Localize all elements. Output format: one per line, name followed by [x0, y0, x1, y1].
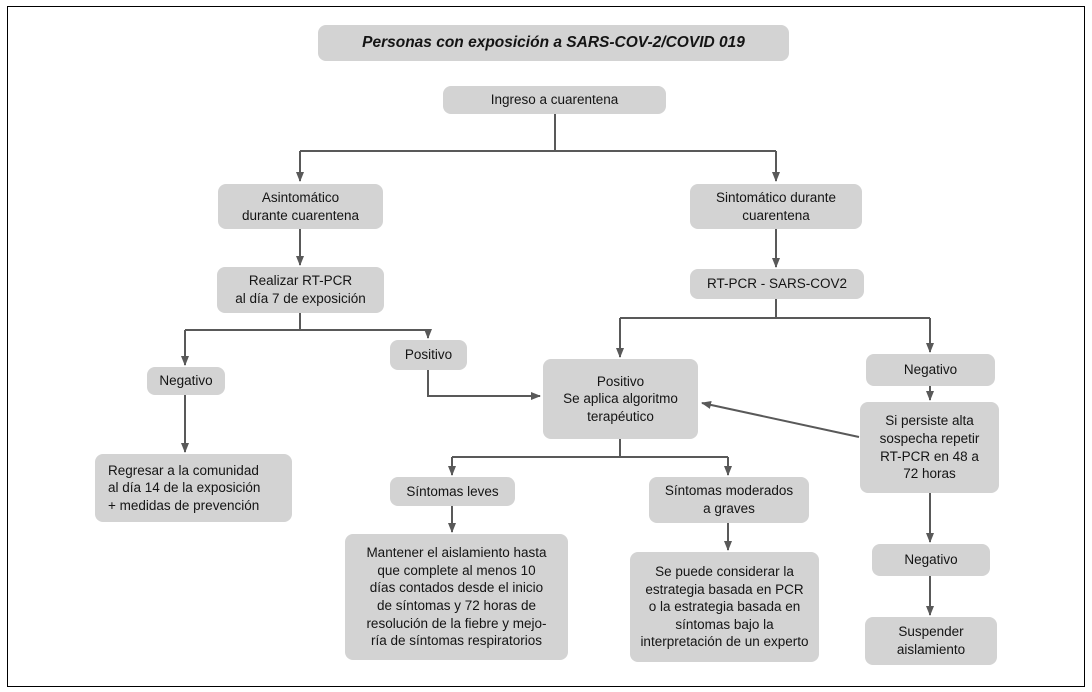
node-si-persiste: Si persiste alta sospecha repetir RT-PCR… — [860, 402, 999, 493]
node-ingreso-cuarentena: Ingreso a cuarentena — [443, 86, 666, 114]
node-sintomas-leves: Síntomas leves — [390, 477, 515, 506]
node-positivo-algoritmo: Positivo Se aplica algoritmo terapéutico — [543, 359, 698, 439]
node-estrategia-experto: Se puede considerar la estrategia basada… — [630, 552, 819, 662]
node-negativo-izq: Negativo — [147, 367, 225, 395]
arrow-positivo-to-algoritmo — [427, 370, 541, 400]
node-sintomas-moderados: Síntomas moderados a graves — [649, 477, 809, 523]
node-suspender-aislamiento: Suspender aislamiento — [865, 617, 997, 665]
node-positivo-izq: Positivo — [390, 340, 467, 370]
node-negativo-der: Negativo — [866, 354, 995, 386]
node-sintomatico: Sintomático durante cuarentena — [690, 184, 862, 229]
node-regresar-comunidad: Regresar a la comunidad al día 14 de la … — [95, 454, 292, 522]
node-realizar-rtpcr: Realizar RT-PCR al día 7 de exposición — [217, 267, 384, 313]
diagram-title: Personas con exposición a SARS-COV-2/COV… — [318, 25, 789, 61]
node-mantener-aislamiento: Mantener el aislamiento hasta que comple… — [345, 534, 568, 660]
node-asintomatico: Asintomático durante cuarentena — [218, 184, 383, 229]
arrow-sipersiste-to-algoritmo — [701, 400, 860, 438]
node-rtpcr-sarscov2: RT-PCR - SARS-COV2 — [690, 269, 864, 299]
node-negativo-repetir: Negativo — [872, 544, 990, 576]
